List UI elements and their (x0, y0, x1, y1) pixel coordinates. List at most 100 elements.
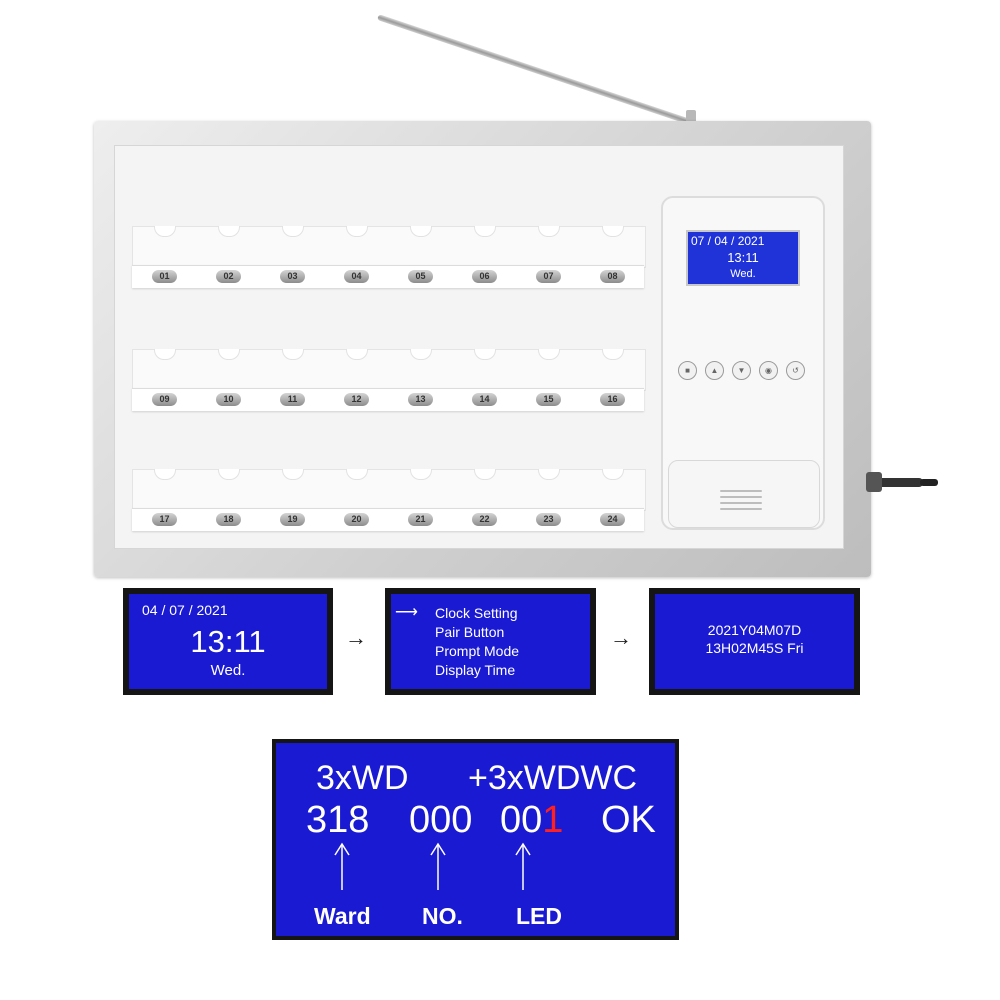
home-screen: 04 / 07 / 2021 13:11 Wed. (123, 588, 333, 695)
call-slot: 22 (452, 469, 516, 531)
menu-item[interactable]: Pair Button (435, 624, 505, 640)
menu-pointer-icon: ⟶ (395, 604, 418, 621)
ward-arrow-head (334, 842, 350, 856)
ward-code: 318 (306, 799, 370, 841)
led-arrow-head (515, 842, 531, 856)
call-slot: 04 (324, 226, 388, 288)
slot-notch (474, 349, 496, 360)
clock-line-2: 13H02M45S Fri (705, 640, 804, 656)
slot-notch (218, 349, 240, 360)
slot-number-badge: 21 (408, 513, 433, 526)
slot-notch (410, 469, 432, 480)
home-day: Wed. (210, 662, 246, 679)
label-no: NO. (422, 903, 463, 929)
slot-notch (218, 226, 240, 237)
call-slot: 14 (452, 349, 516, 411)
code-type-b: +3xWDWC (468, 759, 638, 797)
call-slot: 23 (516, 469, 580, 531)
slot-number-badge: 15 (536, 393, 561, 406)
code-type-a: 3xWD (316, 759, 409, 797)
slot-number-badge: 13 (408, 393, 433, 406)
menu-item[interactable]: Clock Setting (435, 605, 518, 621)
call-slot: 09 (132, 349, 196, 411)
panel-lcd-date: 07 / 04 / 2021 (691, 234, 765, 248)
slot-notch (154, 349, 176, 360)
cable-end (920, 479, 938, 486)
number-code: 000 (409, 799, 473, 841)
slot-number-badge: 07 (536, 270, 561, 283)
slot-notch (154, 226, 176, 237)
slot-number-badge: 05 (408, 270, 433, 283)
slot-notch (602, 469, 624, 480)
call-slot: 19 (260, 469, 324, 531)
slot-number-badge: 09 (152, 393, 177, 406)
down-button[interactable]: ▼ (732, 361, 751, 380)
ok-button[interactable]: ◉ (759, 361, 778, 380)
up-button[interactable]: ▲ (705, 361, 724, 380)
slot-notch (282, 226, 304, 237)
stop-button[interactable]: ■ (678, 361, 697, 380)
slot-row-2: 09 10 11 12 13 14 15 16 (132, 349, 646, 411)
call-slot: 05 (388, 226, 452, 288)
slot-notch (538, 469, 560, 480)
menu-item[interactable]: Prompt Mode (435, 643, 520, 659)
call-slot: 20 (324, 469, 388, 531)
slot-base (132, 265, 644, 288)
slot-number-badge: 12 (344, 393, 369, 406)
slot-number-badge: 20 (344, 513, 369, 526)
slot-number-badge: 19 (280, 513, 305, 526)
call-slot: 16 (580, 349, 644, 411)
slot-notch (410, 226, 432, 237)
slot-notch (154, 469, 176, 480)
slot-number-badge: 22 (472, 513, 497, 526)
antenna (377, 14, 706, 130)
slot-notch (410, 349, 432, 360)
no-arrow-head (430, 842, 446, 856)
slot-base (132, 508, 644, 531)
call-slot: 13 (388, 349, 452, 411)
slot-notch (474, 226, 496, 237)
slot-notch (282, 469, 304, 480)
slot-strip (132, 226, 646, 268)
call-slot: 18 (196, 469, 260, 531)
slot-notch (538, 226, 560, 237)
stop-icon: ■ (685, 366, 690, 375)
menu-item[interactable]: Display Time (435, 662, 516, 678)
speaker-grille (720, 508, 762, 510)
slot-number-badge: 04 (344, 270, 369, 283)
slot-number-badge: 03 (280, 270, 305, 283)
call-slot: 02 (196, 226, 260, 288)
call-slot: 03 (260, 226, 324, 288)
home-time: 13:11 (190, 624, 266, 659)
slot-notch (474, 469, 496, 480)
pointer-arrows (334, 842, 531, 890)
slot-base (132, 388, 644, 411)
flow-arrow-icon: → (345, 625, 367, 650)
led-code: 001 (500, 799, 563, 842)
slot-notch (218, 469, 240, 480)
call-slot: 07 (516, 226, 580, 288)
slot-notch (538, 349, 560, 360)
panel-lcd-day: Wed. (730, 268, 756, 280)
slot-notch (282, 349, 304, 360)
led-code-highlight: 1 (542, 799, 564, 841)
slot-number-badge: 10 (216, 393, 241, 406)
back-icon: ↺ (792, 366, 799, 375)
panel-lcd: 07 / 04 / 2021 13:11 Wed. (686, 230, 800, 286)
clock-setting-screen: 2021Y04M07D 13H02M45S Fri (649, 588, 860, 695)
menu-screen: ⟶ Clock Setting Pair Button Prompt Mode … (385, 588, 596, 695)
slot-number-badge: 18 (216, 513, 241, 526)
slot-number-badge: 06 (472, 270, 497, 283)
cable-plug (866, 472, 882, 492)
code-screen: 3xWD +3xWDWC 318 000 001 OK Ward NO. LED (272, 739, 679, 940)
back-button[interactable]: ↺ (786, 361, 805, 380)
call-slot: 12 (324, 349, 388, 411)
slot-number-badge: 14 (472, 393, 497, 406)
slot-notch (346, 349, 368, 360)
home-date: 04 / 07 / 2021 (142, 602, 228, 618)
slot-notch (602, 349, 624, 360)
call-slot: 11 (260, 349, 324, 411)
power-cable (871, 478, 923, 487)
panel-lcd-time: 13:11 (727, 250, 759, 265)
